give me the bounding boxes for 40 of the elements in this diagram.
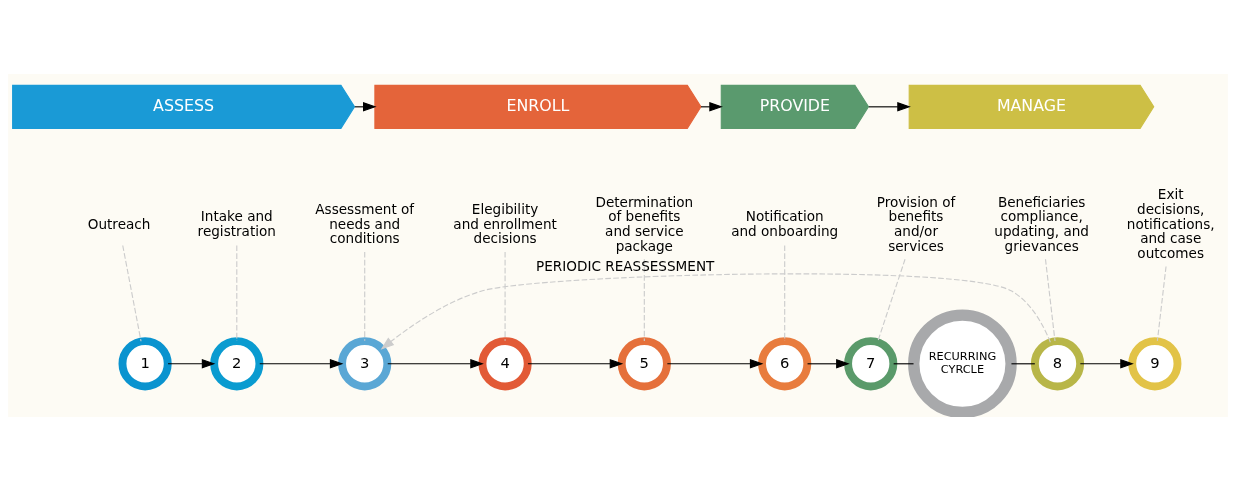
connector xyxy=(643,258,645,342)
connector xyxy=(784,244,786,341)
connector xyxy=(236,244,238,341)
arrow xyxy=(868,101,911,112)
connector xyxy=(1010,362,1036,364)
node-text: Notification and onboarding xyxy=(731,207,839,239)
node-text: Assessment of needs and conditions xyxy=(315,200,415,246)
arrow xyxy=(387,358,484,369)
connector xyxy=(1044,258,1056,342)
node-text: Outreach xyxy=(87,215,151,232)
connector xyxy=(893,362,915,364)
node-circle: 2 xyxy=(210,336,264,390)
arrow xyxy=(380,272,1051,350)
node-circle: RECURRING CYRCLE xyxy=(908,308,1017,417)
connector xyxy=(877,258,906,342)
connector xyxy=(1156,265,1167,341)
arrow xyxy=(806,358,850,369)
arrow xyxy=(259,358,344,369)
node-circle: 8 xyxy=(1030,336,1085,390)
node-circle: 5 xyxy=(617,336,671,390)
node-text: Elegibility and enrollment decisions xyxy=(453,200,557,246)
node-circle: 3 xyxy=(338,336,392,390)
node-circle: 9 xyxy=(1128,336,1182,390)
connector xyxy=(364,250,366,341)
node-text: Exit decisions, notifications, and case outcomes xyxy=(1126,185,1215,261)
node-circle: 4 xyxy=(478,336,532,390)
arrow xyxy=(666,358,764,369)
arrow xyxy=(167,358,216,369)
arrow xyxy=(527,358,624,369)
edge-label: PERIODIC REASSESSMENT xyxy=(536,257,715,274)
arrow xyxy=(1079,358,1134,369)
node-text: Provision of benefits and/or services xyxy=(876,193,956,254)
node-circle: 7 xyxy=(844,336,898,390)
connector xyxy=(122,244,142,342)
node-circle: 1 xyxy=(118,336,172,390)
node-text: Intake and registration xyxy=(197,207,276,239)
connector xyxy=(504,250,506,341)
node-text: Determination of benefits and service package xyxy=(595,193,694,254)
node-text: Beneficiaries compliance, updating, and grievances xyxy=(994,193,1089,254)
node-circle: 6 xyxy=(758,336,812,390)
